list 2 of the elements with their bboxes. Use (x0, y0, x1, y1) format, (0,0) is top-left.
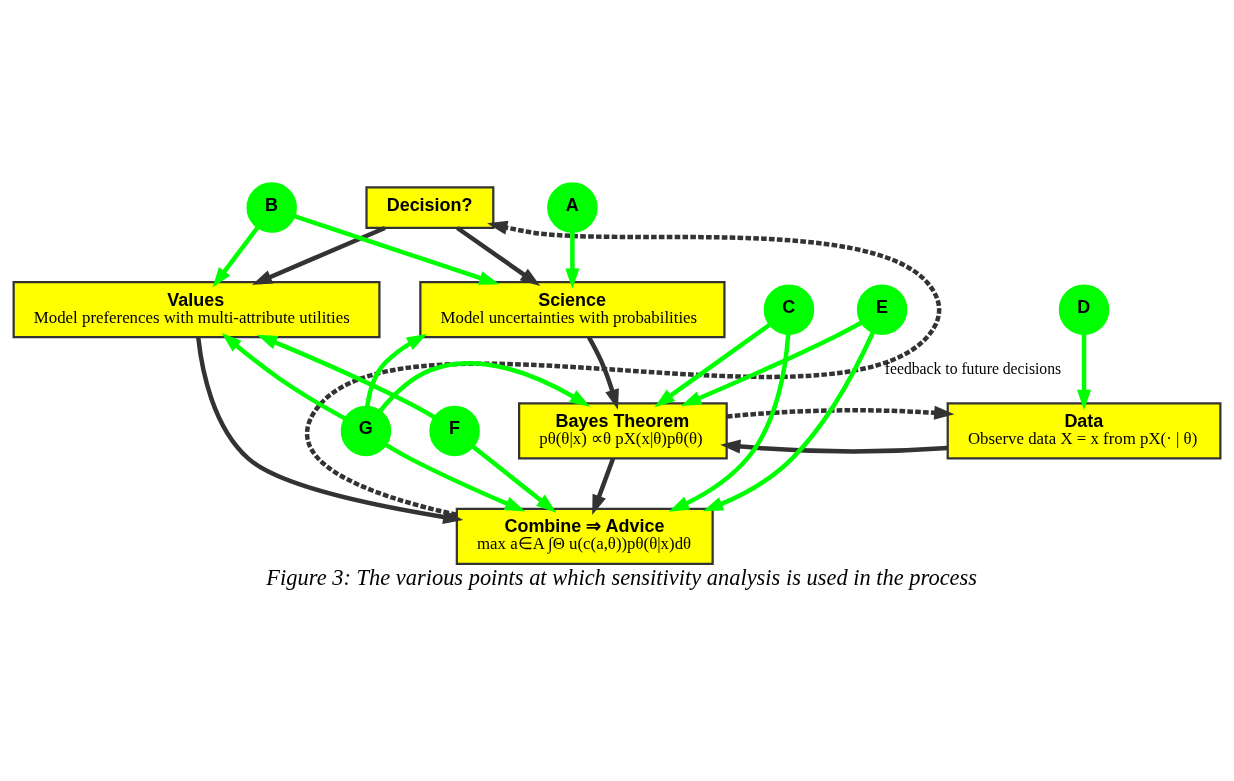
caption: Figure 3: The various points at which sensitivity analysis is used in the process (266, 565, 978, 591)
edge-label: feedback to future decisions (884, 360, 1062, 378)
